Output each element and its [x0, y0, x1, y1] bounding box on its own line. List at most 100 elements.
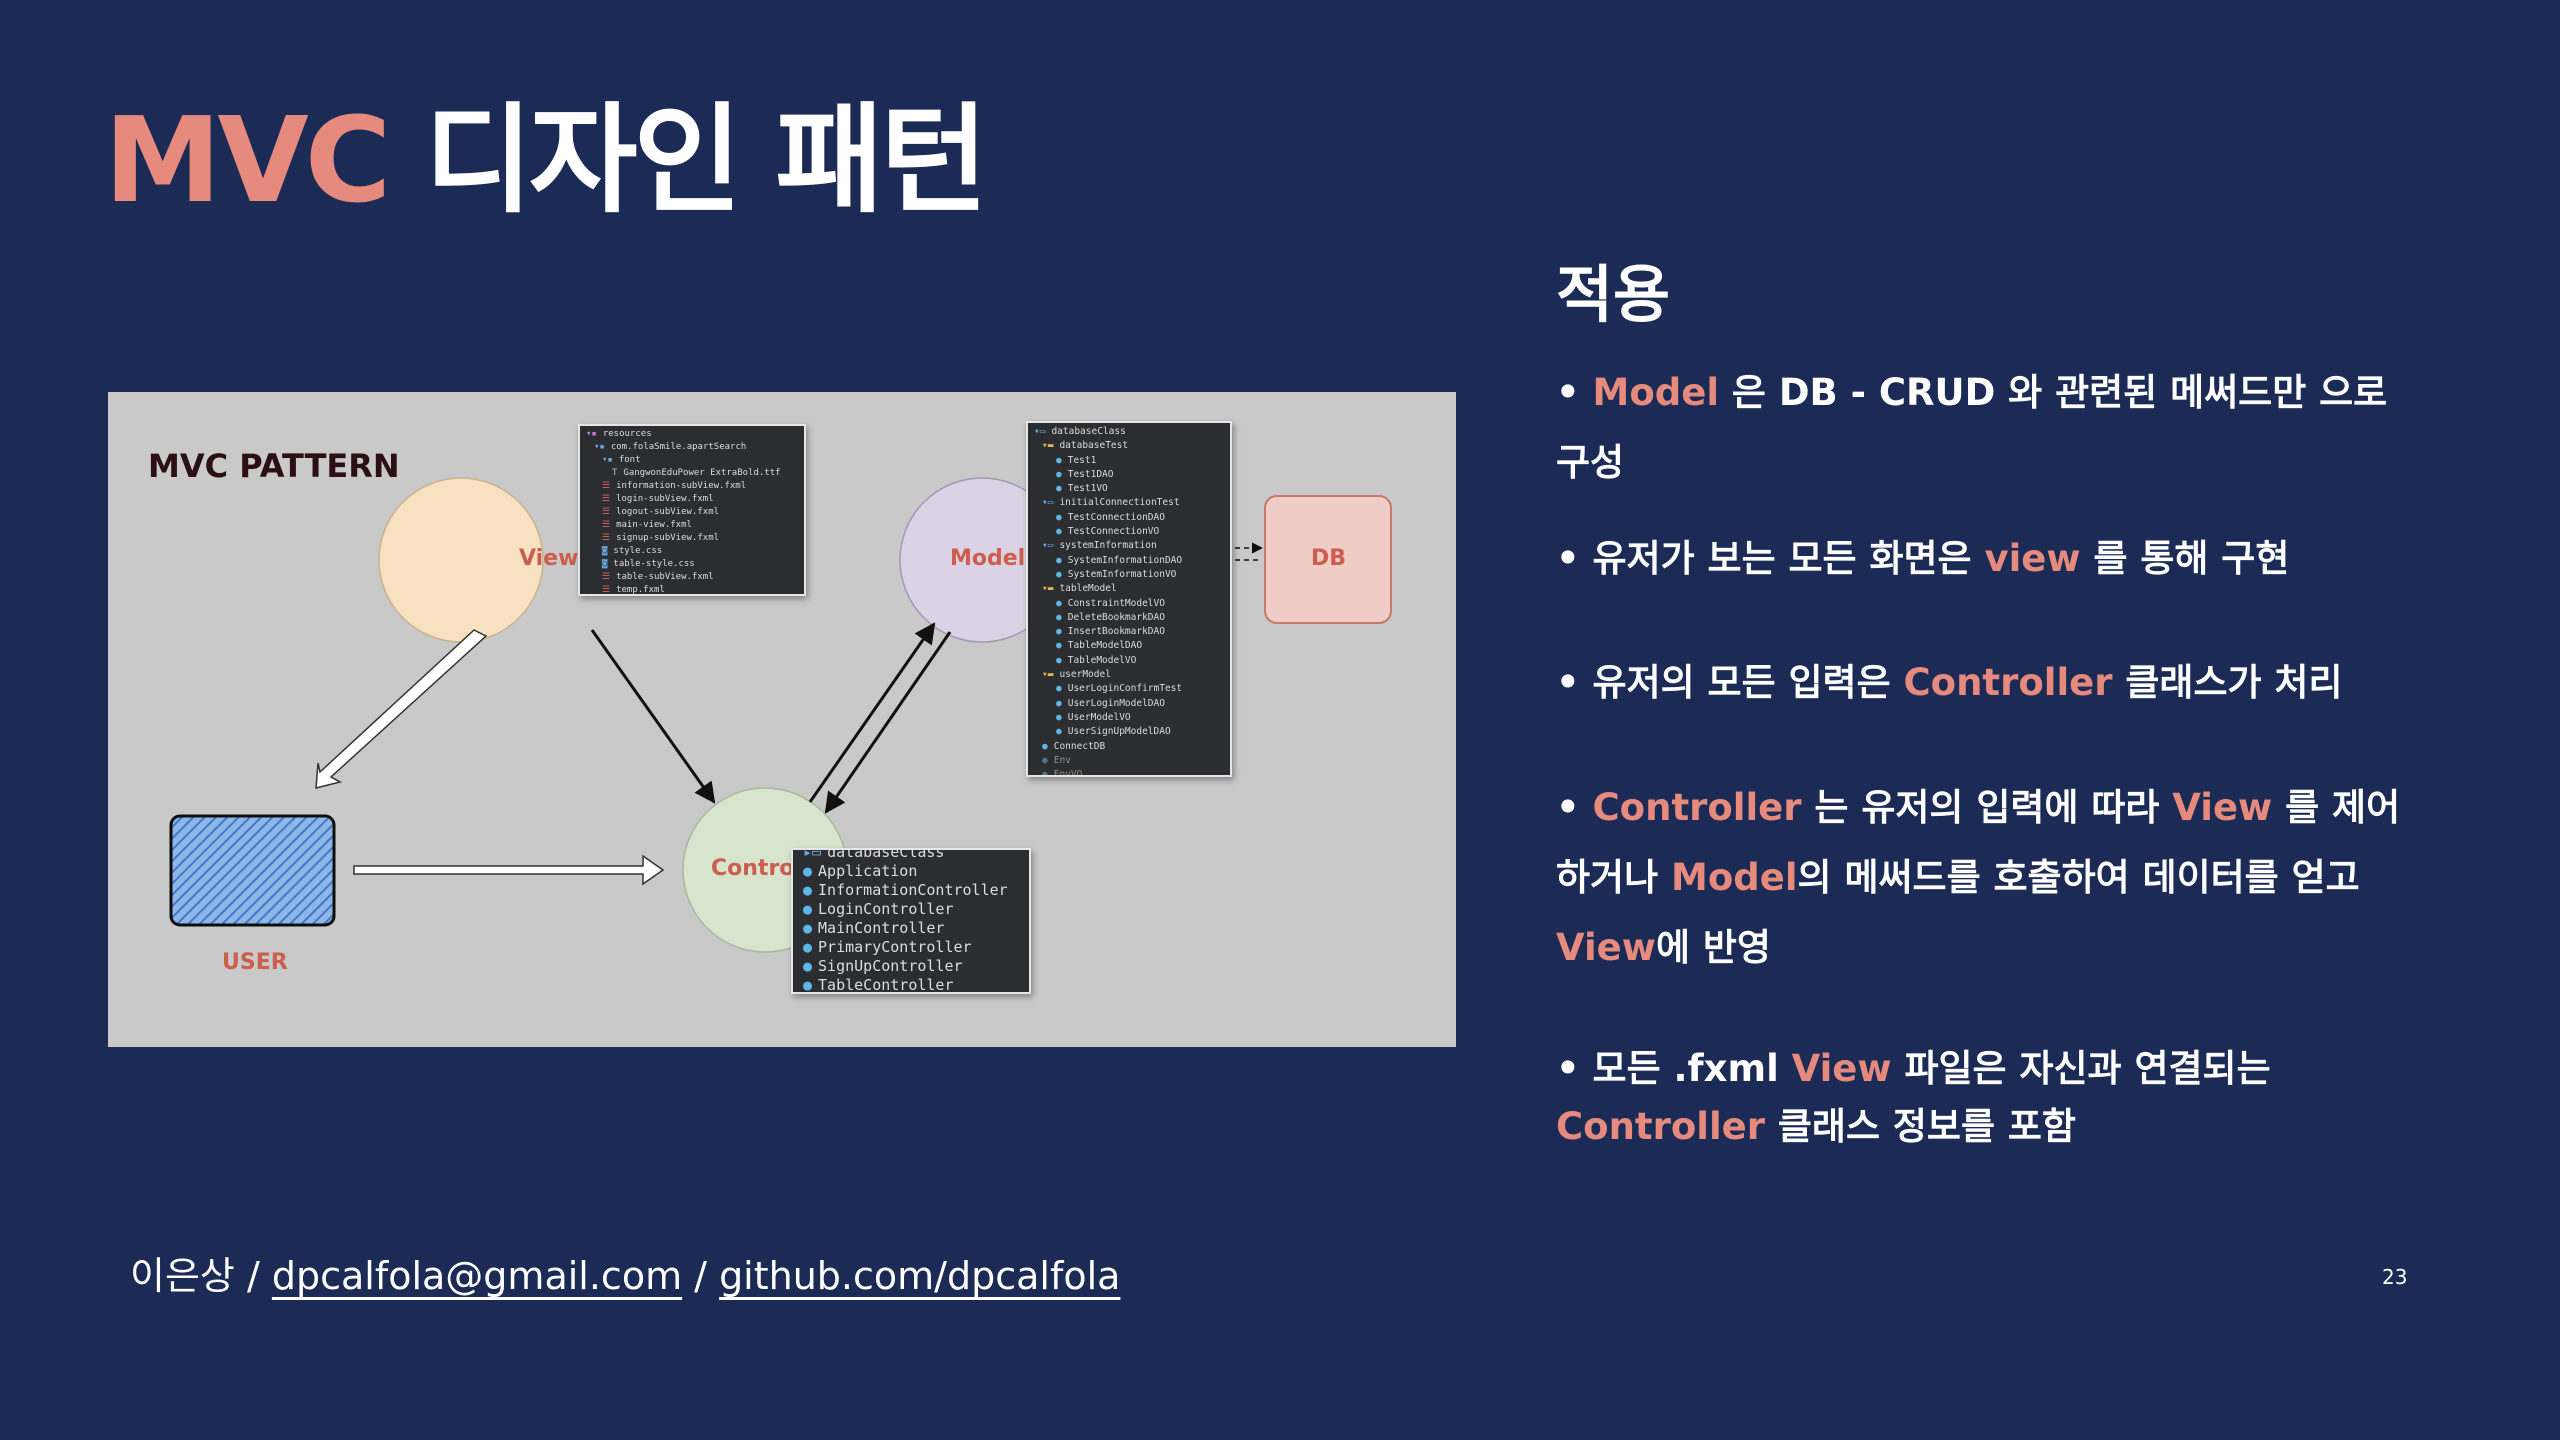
tree-row-label: EnvVO: [1054, 768, 1083, 777]
highlight-text: View: [1792, 1047, 1892, 1090]
class-icon: ●: [1056, 697, 1062, 711]
author-name: 이은상: [130, 1254, 235, 1298]
tree-row: ▾▭databaseClass: [1034, 425, 1224, 439]
tree-row-label: SystemInformationDAO: [1068, 554, 1182, 568]
package-icon: ▾▭: [1042, 496, 1053, 510]
tree-row-label: UserSignUpModelDAO: [1068, 725, 1171, 739]
bullet-item: • 유저가 보는 모든 화면은 view 를 통해 구현: [1556, 524, 2416, 594]
email-link[interactable]: dpcalfola@gmail.com: [272, 1254, 682, 1298]
resources-tree-panel: ▾▪resources ▾▪com.folaSmile.apartSearch …: [578, 424, 806, 596]
diagram-heading: MVC PATTERN: [148, 447, 400, 485]
bullet-text: •: [1556, 786, 1593, 829]
title-rest: 디자인 패턴: [387, 91, 984, 229]
tree-row-label: userModel: [1059, 668, 1110, 682]
tree-row: ● ConnectDB: [1034, 740, 1224, 754]
view-to-user-arrow: [316, 630, 486, 788]
tree-row-label: SignUpController: [818, 957, 963, 976]
package-icon: ▾▭: [1042, 539, 1053, 553]
github-link[interactable]: github.com/dpcalfola: [719, 1254, 1120, 1298]
tree-row-label: ConnectDB: [1054, 740, 1105, 754]
tree-row-label: signup-subView.fxml: [616, 532, 719, 545]
tree-row: ●InsertBookmarkDAO: [1034, 625, 1224, 639]
bullet-text: 클래스 정보를 포함: [1765, 1105, 2076, 1148]
highlight-text: view: [1984, 537, 2080, 580]
fxml-file-icon: ☰: [602, 532, 610, 545]
footer: 이은상 / dpcalfola@gmail.com / github.com/d…: [130, 1245, 1120, 1300]
tree-row-label: GangwonEduPower ExtraBold.ttf: [623, 467, 780, 480]
tree-row-label: main-view.fxml: [616, 519, 692, 532]
class-icon: ●: [803, 881, 812, 900]
controller-tree-panel: ▸▭databaseClass ●Application ●Informatio…: [791, 848, 1031, 994]
font-file-icon: T: [612, 467, 617, 480]
highlight-text: Model: [1593, 371, 1720, 414]
tree-row: ◙style.css: [586, 545, 798, 558]
page-number: 23: [2382, 1265, 2407, 1289]
bullet-text: 를 통해 구현: [2081, 537, 2290, 580]
tree-row-label: initialConnectionTest: [1059, 496, 1179, 510]
model-node-label: Model: [950, 546, 1025, 571]
tree-row: ●Test1: [1034, 454, 1224, 468]
tree-row: ●UserLoginConfirmTest: [1034, 682, 1224, 696]
bullet-text: • 모든 .fxml: [1556, 1047, 1792, 1090]
tree-row: ●Test1VO: [1034, 482, 1224, 496]
css-file-icon: ◙: [602, 558, 607, 571]
tree-row: ▾▪resources: [586, 428, 798, 441]
tree-row: ● SystemInformationVO: [1034, 568, 1224, 582]
class-icon: ●: [1056, 554, 1062, 568]
tree-row: ● SignUpController: [803, 957, 1019, 976]
tree-row: ●TableController: [803, 976, 1019, 994]
title-accent: MVC: [104, 91, 387, 229]
class-icon: ●: [1042, 740, 1048, 754]
tree-row: ▾▬ userModel: [1034, 668, 1224, 682]
slide-title: MVC 디자인 패턴: [104, 96, 984, 226]
model-tree-panel: ▾▭databaseClass ▾▬databaseTest ●Test1 ●T…: [1026, 421, 1232, 777]
fxml-file-icon: ☰: [602, 480, 610, 493]
tree-row-label: TestConnectionDAO: [1068, 511, 1165, 525]
class-icon: ●: [1056, 482, 1062, 496]
tree-row: ●ConstraintModelVO: [1034, 597, 1224, 611]
tree-row: ● TestConnectionDAO: [1034, 511, 1224, 525]
tree-row: ▾▭systemInformation: [1034, 539, 1224, 553]
tree-row-label: PrimaryController: [818, 938, 972, 957]
tree-row-label: SystemInformationVO: [1068, 568, 1177, 582]
tree-row-label: databaseTest: [1059, 439, 1128, 453]
tree-row-label: InformationController: [818, 881, 1008, 900]
bullet-item: • Model 은 DB - CRUD 와 관련된 메써드만 으로 구성: [1556, 358, 2416, 498]
class-icon: ●: [1056, 525, 1062, 539]
folder-icon: ▾▬: [1042, 668, 1053, 682]
class-icon: ●: [1042, 754, 1048, 768]
tree-row: ●MainController: [803, 919, 1019, 938]
tree-row: ☰table-subView.fxml: [586, 571, 798, 584]
class-icon: ●: [1056, 511, 1062, 525]
highlight-text: Model: [1671, 856, 1798, 899]
tree-row-label: Test1: [1068, 454, 1097, 468]
tree-row: ▾▬tableModel: [1034, 582, 1224, 596]
class-icon: ●: [803, 957, 812, 976]
fxml-file-icon: ☰: [602, 493, 610, 506]
tree-row: ▾▭ initialConnectionTest: [1034, 496, 1224, 510]
class-icon: ●: [1056, 625, 1062, 639]
class-icon: ●: [1056, 682, 1062, 696]
tree-row-label: table-style.css: [613, 558, 694, 571]
class-icon: ●: [1056, 611, 1062, 625]
tree-row: ☰main-view.fxml: [586, 519, 798, 532]
tree-row: ▾▪com.folaSmile.apartSearch: [586, 441, 798, 454]
tree-row-label: resources: [603, 428, 652, 441]
view-node-label: View: [519, 546, 578, 571]
class-icon: ●: [1056, 654, 1062, 668]
tree-row-label: style.css: [613, 545, 662, 558]
highlight-text: View: [1556, 926, 1656, 969]
tree-row: ◙ table-style.css: [586, 558, 798, 571]
tree-row: ▾▬databaseTest: [1034, 439, 1224, 453]
tree-row: ☰logout-subView.fxml: [586, 506, 798, 519]
fxml-file-icon: ☰: [602, 584, 610, 596]
tree-row: ●UserModelVO: [1034, 711, 1224, 725]
tree-row: ●Env: [1034, 754, 1224, 768]
section-heading: 적용: [1556, 244, 1670, 334]
class-icon: ●: [1056, 597, 1062, 611]
class-icon: ●: [1056, 568, 1062, 582]
tree-row: ☰login-subView.fxml: [586, 493, 798, 506]
folder-icon: ▾▬: [1042, 582, 1053, 596]
tree-row: ●TableModelDAO: [1034, 639, 1224, 653]
db-node-label: DB: [1311, 546, 1346, 571]
